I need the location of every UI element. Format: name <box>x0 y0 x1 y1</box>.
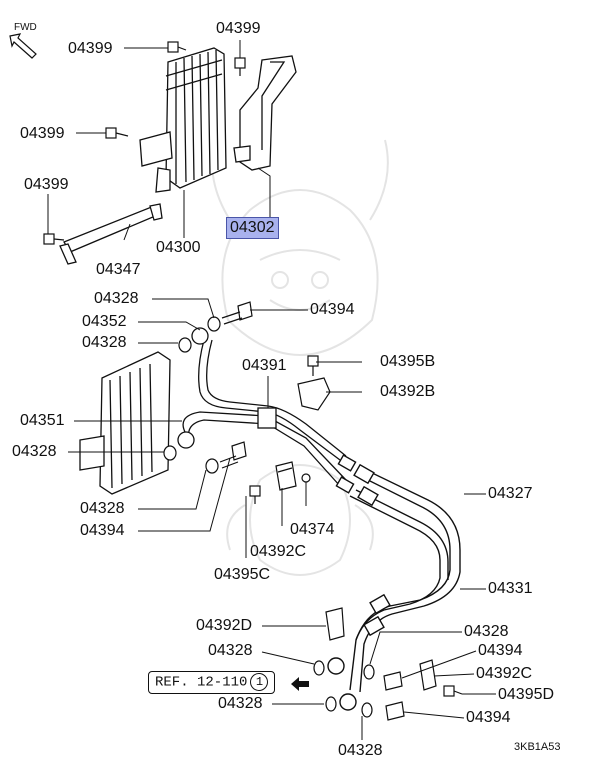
part-label-04328[interactable]: 04328 <box>82 334 127 351</box>
part-label-04300[interactable]: 04300 <box>156 239 201 256</box>
part-label-04328[interactable]: 04328 <box>80 500 125 517</box>
part-label-04331[interactable]: 04331 <box>488 580 533 597</box>
cooler-tubes-04391 <box>177 327 347 487</box>
oil-cooler-04300 <box>139 47 227 193</box>
part-label-04394[interactable]: 04394 <box>80 522 125 539</box>
fwd-label: FWD <box>14 22 37 33</box>
part-label-04328[interactable]: 04328 <box>464 623 509 640</box>
part-label-04394[interactable]: 04394 <box>466 709 511 726</box>
hardware-parts <box>163 301 463 721</box>
part-label-04395D[interactable]: 04395D <box>498 686 555 703</box>
part-label-04395C[interactable]: 04395C <box>214 566 271 583</box>
reference-text: REF. 12-110 <box>155 674 248 691</box>
part-label-04351[interactable]: 04351 <box>20 412 65 429</box>
part-label-04327[interactable]: 04327 <box>488 485 533 502</box>
part-label-04352[interactable]: 04352 <box>82 313 127 330</box>
fwd-arrow-icon: FWD <box>9 22 37 59</box>
reference-circled-number: 1 <box>250 673 269 691</box>
part-label-04394[interactable]: 04394 <box>310 301 355 318</box>
part-label-04392D[interactable]: 04392D <box>196 617 253 634</box>
part-label-04302-highlighted[interactable]: 04302 <box>226 217 279 239</box>
part-label-04328[interactable]: 04328 <box>12 443 57 460</box>
part-label-04328[interactable]: 04328 <box>338 742 383 759</box>
bolt-04399-top <box>43 41 246 245</box>
part-label-04392B[interactable]: 04392B <box>380 383 436 400</box>
part-label-04394[interactable]: 04394 <box>478 642 523 659</box>
cooler-bracket-04347 <box>59 203 163 265</box>
arrow-left-icon <box>291 677 309 691</box>
part-label-04399[interactable]: 04399 <box>20 125 65 142</box>
part-label-04391[interactable]: 04391 <box>242 357 287 374</box>
part-label-04392C[interactable]: 04392C <box>250 543 307 560</box>
cooler-stay-04302 <box>233 55 297 171</box>
part-label-04399[interactable]: 04399 <box>24 176 69 193</box>
part-label-04328[interactable]: 04328 <box>208 642 253 659</box>
part-label-04374[interactable]: 04374 <box>290 521 335 538</box>
diagram-code: 3KB1A53 <box>514 741 561 753</box>
watermark-emblem <box>211 139 389 576</box>
part-label-04399[interactable]: 04399 <box>216 20 261 37</box>
leader-lines <box>47 40 496 740</box>
part-label-04395B[interactable]: 04395B <box>380 353 436 370</box>
oil-cooler-lower <box>79 351 171 495</box>
part-label-04328[interactable]: 04328 <box>218 695 263 712</box>
part-label-04392C[interactable]: 04392C <box>476 665 533 682</box>
part-label-04328[interactable]: 04328 <box>94 290 139 307</box>
part-label-04347[interactable]: 04347 <box>96 261 141 278</box>
part-label-04399[interactable]: 04399 <box>68 40 113 57</box>
oil-hoses-04327-04331 <box>327 454 461 711</box>
